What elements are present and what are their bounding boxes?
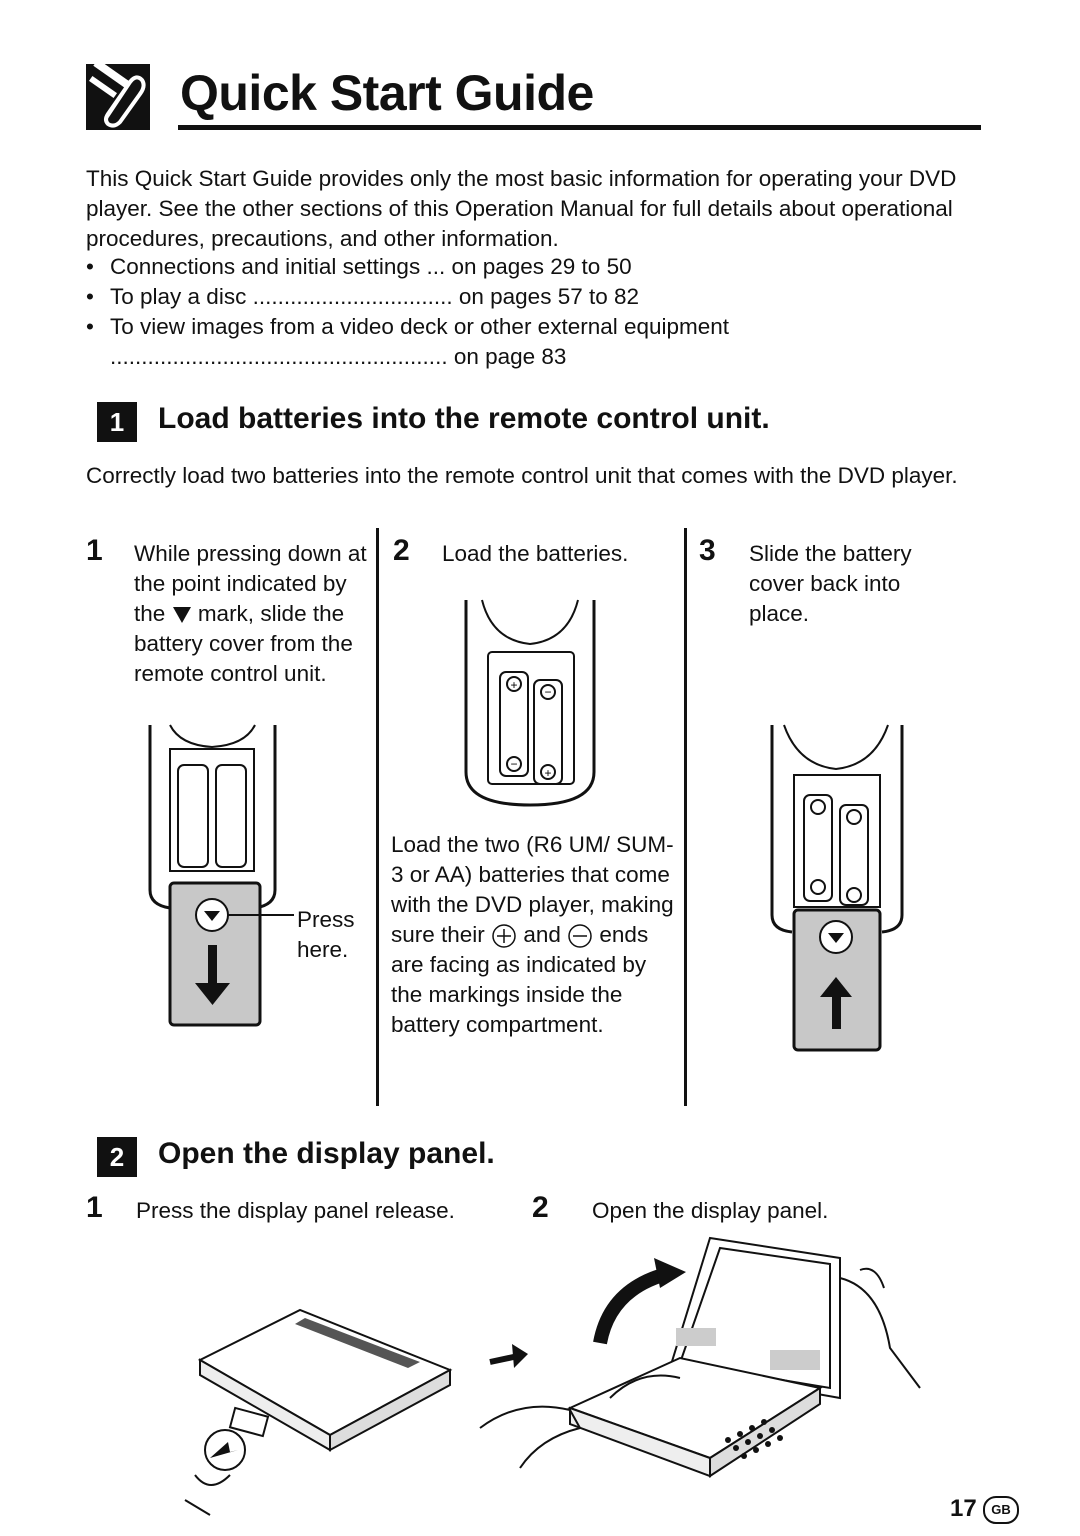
- column-divider: [376, 528, 379, 1106]
- battery-compartment-illustration: + − − +: [464, 599, 596, 807]
- step-instruction: Load the batteries.: [442, 541, 629, 566]
- bullet-text: Connections and initial settings ... on …: [110, 254, 632, 279]
- and-word: and: [523, 922, 561, 947]
- section-title: Load batteries into the remote control u…: [158, 402, 770, 435]
- step-instruction: Open the display panel.: [592, 1198, 829, 1223]
- minus-circle-icon: [568, 924, 592, 948]
- column-divider: [684, 528, 687, 1106]
- language-badge: GB: [983, 1496, 1019, 1524]
- step-number: 1: [86, 534, 103, 567]
- step-number: 3: [699, 534, 716, 567]
- battery-note: Load the two (R6 UM/ SUM-3 or AA) batter…: [391, 830, 676, 1040]
- remote-cover-removal-illustration: [148, 724, 294, 1027]
- dvd-player-closed-illustration: [184, 1308, 453, 1516]
- svg-text:+: +: [510, 678, 517, 692]
- step-text: While pressing down at the point indicat…: [134, 541, 367, 626]
- plus-circle-icon: [492, 924, 516, 948]
- paperclip-icon: [86, 59, 150, 130]
- step-text: mark, slide the battery cover from the r…: [134, 601, 353, 686]
- bullet-connections: •Connections and initial settings ... on…: [86, 254, 632, 279]
- step-number: 2: [532, 1191, 549, 1224]
- intro-paragraph: This Quick Start Guide provides only the…: [86, 166, 957, 251]
- svg-text:−: −: [510, 757, 517, 771]
- step-number: 2: [393, 534, 410, 567]
- remote-cover-replace-illustration: [770, 724, 904, 1052]
- bullet-external-pages: ........................................…: [110, 344, 567, 369]
- note-text: ends are facing as indicated by the mark…: [391, 922, 649, 1037]
- page-number: 17: [950, 1495, 977, 1522]
- arrow-right-icon: [489, 1344, 528, 1368]
- press-here-callout: Press here.: [297, 907, 355, 962]
- svg-text:−: −: [544, 685, 551, 699]
- section-number-badge: 2: [97, 1137, 137, 1177]
- step-instruction: Press the display panel release.: [136, 1198, 455, 1223]
- section-description: Correctly load two batteries into the re…: [86, 463, 958, 488]
- svg-text:+: +: [544, 766, 551, 780]
- step-number: 1: [86, 1191, 103, 1224]
- bullet-text: To view images from a video deck or othe…: [110, 314, 730, 339]
- bullet-external: •To view images from a video deck or oth…: [86, 314, 730, 339]
- down-triangle-icon: [172, 607, 191, 624]
- step-instruction: Slide the battery cover back into place.: [749, 541, 912, 626]
- bullet-play-disc: •To play a disc ........................…: [86, 284, 640, 309]
- bullet-text: To play a disc .........................…: [110, 284, 640, 309]
- note-text: Load the two (R6 UM/ SUM-3 or AA) batter…: [391, 832, 674, 947]
- dvd-player-open-illustration: [479, 1236, 921, 1478]
- title-underline: [178, 125, 981, 130]
- section-number-badge: 1: [97, 402, 137, 442]
- page-title: Quick Start Guide: [180, 65, 594, 121]
- section-title: Open the display panel.: [158, 1137, 495, 1170]
- step-instruction: While pressing down at the point indicat…: [134, 539, 370, 689]
